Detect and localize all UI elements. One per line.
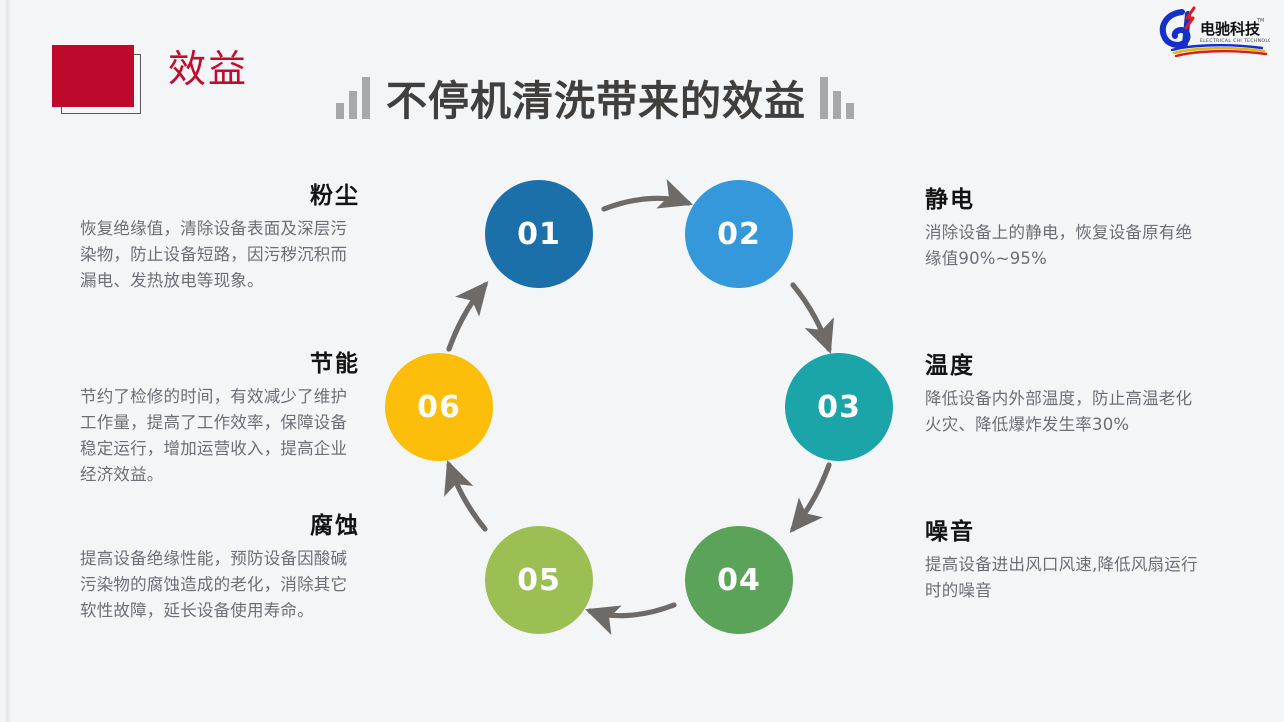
cycle-node-04-number: 04 (717, 562, 761, 598)
arrow-06-to-01 (446, 280, 489, 352)
page-title-group: 不停机清洗带来的效益 (336, 68, 854, 122)
cycle-node-06-number: 06 (417, 389, 461, 425)
section-temperature: 温度 降低设备内外部温度，防止高温老化火灾、降低爆炸发生率30% (925, 352, 1205, 438)
arrow-01-to-02 (601, 179, 693, 212)
company-logo: 电驰科技 ELECTRICAL CHI TECHNOLOGY TM (1154, 6, 1279, 58)
cycle-node-06[interactable]: 06 (385, 353, 493, 461)
page-title: 不停机清洗带来的效益 (386, 77, 806, 125)
section-dust: 粉尘 恢复绝缘值，清除设备表面及深层污染物，防止设备短路，因污秽沉积而漏电、发热… (80, 182, 360, 294)
section-corrosion-body: 提高设备绝缘性能，预防设备因酸碱污染物的腐蚀造成的老化，消除其它软性故障，延长设… (80, 548, 348, 620)
section-energy-heading: 节能 (310, 351, 360, 377)
section-corrosion-heading: 腐蚀 (310, 513, 360, 539)
section-badge-fill (52, 45, 134, 107)
cycle-node-04[interactable]: 04 (685, 526, 793, 634)
section-static-body: 消除设备上的静电，恢复设备原有绝缘值90%~95% (925, 222, 1193, 268)
cycle-node-05[interactable]: 05 (485, 526, 593, 634)
section-energy: 节能 节约了检修的时间，有效减少了维护工作量，提高了工作效率，保障设备稳定运行，… (80, 350, 360, 488)
cycle-node-01[interactable]: 01 (485, 180, 593, 288)
cycle-node-02-number: 02 (717, 216, 761, 252)
section-noise-heading: 噪音 (925, 519, 975, 545)
section-dust-body: 恢复绝缘值，清除设备表面及深层污染物，防止设备短路，因污秽沉积而漏电、发热放电等… (80, 218, 348, 290)
section-dust-heading: 粉尘 (310, 183, 360, 209)
svg-text:电驰科技: 电驰科技 (1200, 20, 1261, 38)
left-edge-band (0, 0, 11, 722)
section-static: 静电 消除设备上的静电，恢复设备原有绝缘值90%~95% (925, 186, 1205, 272)
cycle-node-03[interactable]: 03 (785, 353, 893, 461)
arrow-02-to-03 (790, 282, 834, 354)
section-noise: 噪音 提高设备进出风口风速,降低风扇运行时的噪音 (925, 518, 1205, 604)
section-temperature-heading: 温度 (925, 353, 975, 379)
cycle-node-02[interactable]: 02 (685, 180, 793, 288)
arrow-05-to-06 (444, 460, 488, 532)
cycle-node-03-number: 03 (817, 389, 861, 425)
cycle-node-01-number: 01 (517, 216, 561, 252)
bar-chart-ascending-icon (336, 77, 370, 119)
section-energy-body: 节约了检修的时间，有效减少了维护工作量，提高了工作效率，保障设备稳定运行，增加运… (80, 386, 348, 484)
arrow-04-to-05 (585, 602, 677, 635)
section-noise-body: 提高设备进出风口风速,降低风扇运行时的噪音 (925, 554, 1198, 600)
section-static-heading: 静电 (925, 187, 975, 213)
svg-text:ELECTRICAL CHI TECHNOLOGY: ELECTRICAL CHI TECHNOLOGY (1200, 38, 1270, 44)
arrow-03-to-04 (789, 462, 832, 534)
bar-chart-descending-icon (820, 77, 854, 119)
cycle-node-05-number: 05 (517, 562, 561, 598)
section-badge-label: 效益 (168, 47, 249, 91)
svg-text:TM: TM (1256, 18, 1264, 24)
section-corrosion: 腐蚀 提高设备绝缘性能，预防设备因酸碱污染物的腐蚀造成的老化，消除其它软性故障，… (80, 512, 360, 624)
section-badge (52, 45, 141, 114)
section-temperature-body: 降低设备内外部温度，防止高温老化火灾、降低爆炸发生率30% (925, 388, 1193, 434)
